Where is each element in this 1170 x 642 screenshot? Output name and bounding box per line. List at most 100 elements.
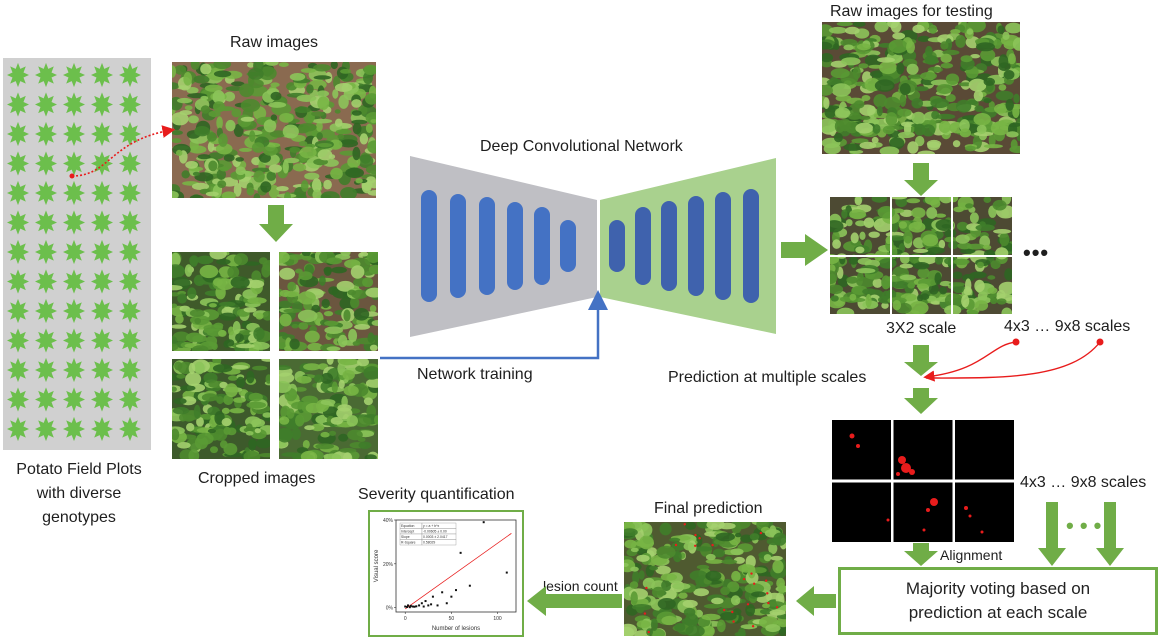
field-plant-icon [91, 210, 113, 235]
field-plots-panel [3, 58, 151, 450]
regression-line [404, 533, 512, 610]
data-point [431, 595, 434, 598]
field-plant-icon [119, 416, 141, 442]
field-plots-caption-line-2: with diverse [36, 485, 122, 502]
predicted-lesion [766, 592, 769, 595]
raw-image [172, 62, 376, 198]
field-plant-icon [35, 239, 57, 265]
field-plant-icon [35, 269, 57, 294]
field-plant-icon [91, 416, 113, 442]
data-point [415, 605, 418, 608]
scales-right-label: 4x3 … 9x8 scales [1020, 474, 1147, 491]
network-training-arrow [380, 290, 608, 360]
arrow-left-final-to-chart [527, 586, 622, 616]
lesion-spot [922, 528, 926, 532]
encoder-layer [534, 207, 550, 285]
predicted-lesion [647, 630, 650, 634]
predicted-lesion [767, 601, 770, 605]
predicted-lesion [732, 620, 735, 623]
data-point [422, 605, 425, 608]
field-plant-icon [63, 239, 85, 265]
field-plant-icon [119, 357, 141, 383]
data-point [408, 606, 411, 609]
field-plant-icon [91, 298, 113, 324]
predicted-lesion [742, 577, 746, 581]
field-plant-icon [63, 387, 85, 412]
scales-top-label: 4x3 … 9x8 scales [1004, 318, 1131, 335]
field-plant-icon [63, 62, 85, 88]
data-point [468, 584, 471, 587]
field-plant-icon [7, 298, 29, 324]
raw-images-title: Raw images [230, 34, 319, 51]
data-point [424, 600, 427, 603]
majority-voting-line-2: prediction at each scale [908, 603, 1088, 622]
field-plant-icon [35, 210, 57, 235]
field-plant-icon [119, 328, 141, 353]
field-plant-icon [91, 239, 113, 265]
field-plot-marker [69, 173, 75, 179]
field-plant-icon [91, 328, 113, 353]
data-point [427, 604, 430, 607]
field-plant-icon [7, 151, 29, 176]
field-plant-icon [7, 328, 29, 353]
testing-raw-image [822, 22, 1020, 154]
lesion-spot [930, 498, 938, 506]
field-plant-icon [63, 151, 85, 176]
arrow-left-voting-to-final [796, 586, 836, 616]
mask-cell [893, 482, 953, 542]
arrow-down-scales-left [1038, 502, 1066, 566]
mask-cell [955, 482, 1014, 542]
lesion-spot [896, 472, 900, 476]
data-point [404, 605, 407, 608]
field-plant-icon [119, 92, 141, 117]
green-dots: • • • [1066, 513, 1102, 538]
predicted-lesion [759, 531, 763, 535]
predicted-lesion [723, 608, 726, 612]
lesion-spot [898, 456, 906, 464]
field-plant-icon [119, 210, 141, 235]
stats-key: Intercept [401, 530, 414, 534]
field-plant-icon [35, 416, 57, 442]
data-point [436, 604, 439, 607]
lesion-spot [980, 530, 984, 534]
predicted-lesion [751, 625, 755, 628]
field-plant-icon [35, 151, 57, 176]
field-plots-caption-line-3: genotypes [42, 509, 116, 526]
stats-value: y = a + b*x [423, 524, 440, 528]
data-point [505, 571, 508, 574]
field-plant-icon [119, 387, 141, 412]
field-plant-icon [119, 298, 141, 324]
predicted-lesion [694, 533, 697, 537]
prediction-mask-grid [832, 420, 1014, 542]
stats-value: 0.58029 [423, 541, 435, 545]
y-tick-label: 20% [383, 562, 394, 568]
field-plant-icon [7, 210, 29, 235]
predicted-lesion [753, 582, 756, 585]
encoder-layer [421, 190, 437, 302]
field-plant-icon [35, 387, 57, 412]
field-plant-icon [91, 180, 113, 206]
encoder-layer [450, 194, 466, 298]
stats-value: 0.0003 ± 2.0417 [423, 535, 448, 539]
field-plant-icon [7, 180, 29, 206]
field-plant-icon [7, 239, 29, 265]
field-plant-icon [7, 269, 29, 294]
field-plant-icon [35, 121, 57, 147]
data-point [450, 595, 453, 598]
scale-4x3-arrow [923, 341, 1017, 382]
field-plant-icon [63, 416, 85, 442]
field-plant-icon [119, 269, 141, 294]
field-plant-icon [119, 151, 141, 176]
ellipsis-dots: ••• [1023, 240, 1050, 265]
data-point [459, 551, 462, 554]
data-point [420, 602, 423, 605]
data-point [418, 604, 421, 607]
cropped-image-3 [172, 359, 270, 459]
lesion-spot [968, 514, 972, 518]
lesion-spot [926, 508, 930, 512]
field-plant-icon [7, 387, 29, 412]
decoder-layer [635, 207, 651, 285]
predicted-lesion [765, 579, 768, 582]
mask-cell [832, 420, 891, 480]
